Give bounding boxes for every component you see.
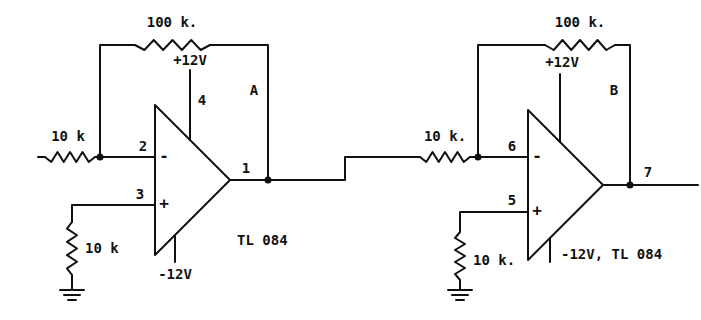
resistor-value: 10 k <box>50 128 86 144</box>
resistor-symbol <box>45 152 95 162</box>
resistor-symbol <box>67 222 77 275</box>
opamp-symbol <box>155 105 230 255</box>
junction-dot <box>476 155 481 160</box>
resistor-value: 10 k. <box>472 252 516 268</box>
opamp-symbol <box>528 110 603 260</box>
pin-number: 3 <box>135 186 145 202</box>
pin-number: 2 <box>138 138 148 154</box>
output-wire <box>230 157 420 180</box>
resistor-value: 100 k. <box>146 14 199 30</box>
noninverting-sign: + <box>531 203 543 219</box>
resistor-symbol <box>455 232 465 280</box>
resistor-value: 10 k <box>84 240 120 256</box>
ground-symbol <box>60 290 84 300</box>
supply-pin <box>189 70 191 140</box>
test-point: B <box>609 82 619 98</box>
pin-number: 4 <box>197 92 207 108</box>
pin-number: 1 <box>241 160 251 176</box>
resistor-symbol <box>420 152 470 162</box>
supply-pin <box>549 238 551 262</box>
noninverting-sign: + <box>158 196 170 212</box>
pin-number: 6 <box>507 138 517 154</box>
resistor-value: 10 k. <box>423 128 467 144</box>
pin-number: 5 <box>507 192 517 208</box>
supply-pin <box>174 235 176 262</box>
feedback-wire <box>100 45 268 180</box>
junction-dot <box>98 155 103 160</box>
output-wire <box>603 184 698 186</box>
pin-number: 7 <box>643 164 653 180</box>
feedback-wire <box>478 45 630 185</box>
resistor-symbol <box>545 40 615 50</box>
part-number: TL 084 <box>236 232 289 248</box>
supply-label: -12V, TL 084 <box>560 246 663 262</box>
junction-dot <box>628 183 633 188</box>
inverting-sign: - <box>531 148 543 164</box>
resistor-value: 100 k. <box>554 14 607 30</box>
supply-label: +12V <box>544 54 580 70</box>
ground-wire <box>72 205 155 290</box>
ground-symbol <box>448 290 472 300</box>
resistor-symbol <box>135 40 210 50</box>
ground-wire <box>460 212 528 290</box>
inverting-sign: - <box>158 148 170 164</box>
test-point: A <box>249 82 259 98</box>
supply-pin <box>559 74 561 142</box>
supply-label: +12V <box>172 52 208 68</box>
supply-label: -12V <box>157 266 193 282</box>
junction-dot <box>266 178 271 183</box>
